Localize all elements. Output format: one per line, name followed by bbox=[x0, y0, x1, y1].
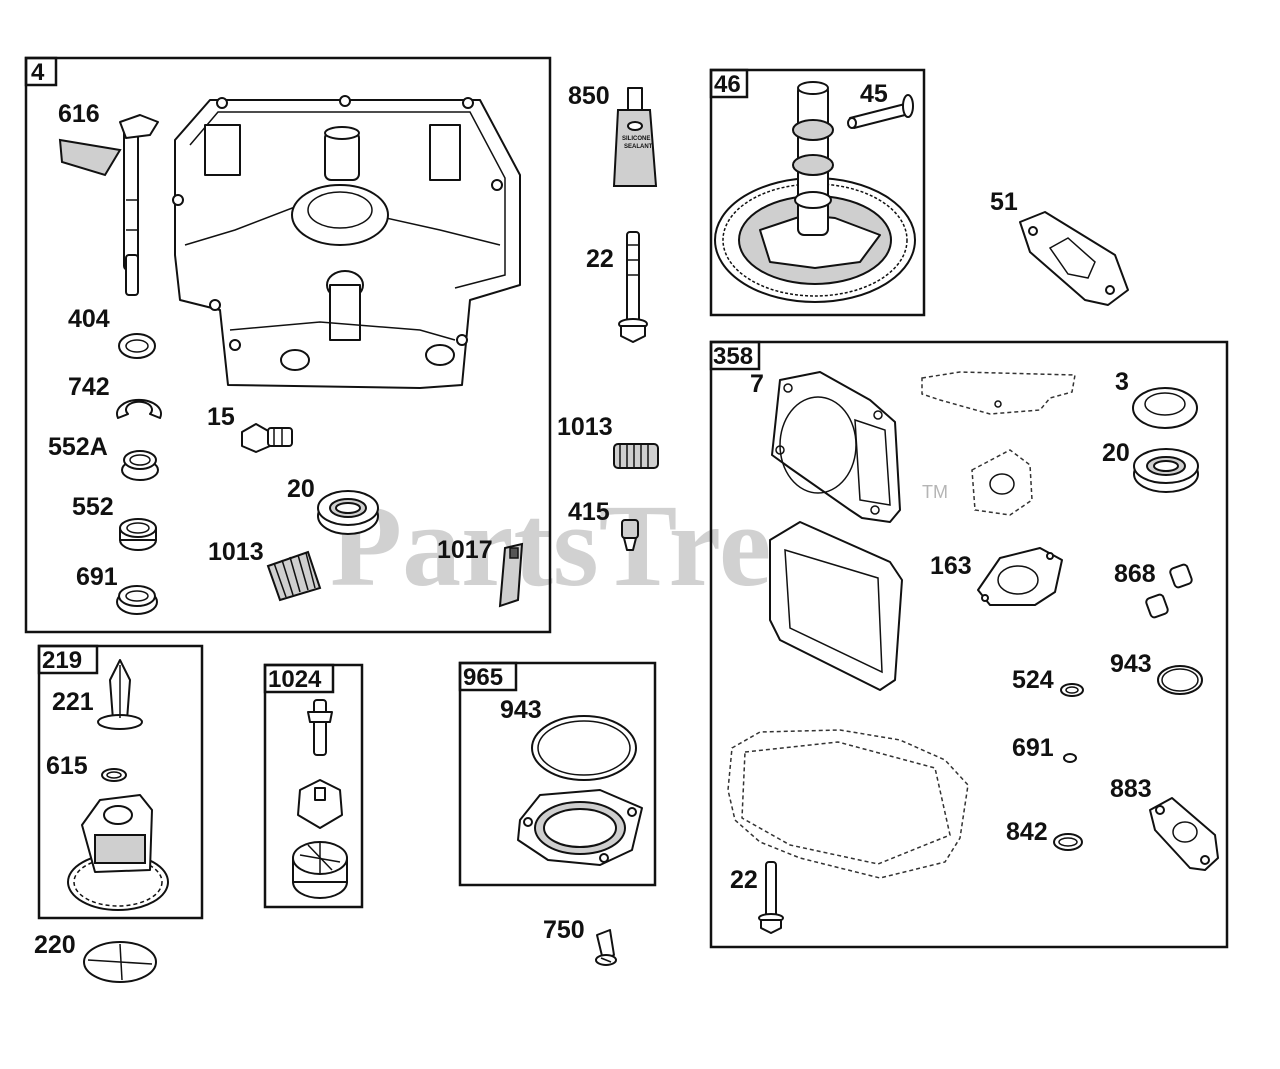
bolt-22-mid-part[interactable] bbox=[618, 231, 648, 343]
valve-cover-gasket-part[interactable] bbox=[921, 371, 1076, 415]
bushing-552a-part[interactable] bbox=[121, 450, 159, 481]
plug-15-part[interactable] bbox=[241, 423, 293, 453]
box-4-tag: 4 bbox=[31, 59, 45, 86]
cylinder-gasket-part[interactable] bbox=[769, 521, 903, 691]
bearing-20-box4-part[interactable] bbox=[317, 490, 379, 535]
pin-45-part[interactable] bbox=[847, 94, 914, 129]
ring-615-part[interactable] bbox=[101, 768, 127, 782]
bolt-22-box358-part[interactable] bbox=[758, 861, 784, 934]
o-ring-524-part[interactable] bbox=[1060, 683, 1084, 697]
box-219-tag: 219 bbox=[42, 647, 82, 674]
label-404: 404 bbox=[68, 305, 110, 333]
label-943-box358: 943 bbox=[1110, 650, 1152, 678]
box-965-tag: 965 bbox=[463, 664, 503, 691]
oil-pump-housing-part[interactable] bbox=[292, 841, 348, 899]
label-742: 742 bbox=[68, 373, 110, 401]
watermark-tm: TM bbox=[922, 482, 948, 502]
oil-pump-shaft-part[interactable] bbox=[307, 699, 333, 756]
e-ring-742-part[interactable] bbox=[116, 398, 162, 419]
seal-691-box358-part[interactable] bbox=[1063, 753, 1077, 763]
spring-1013-mid-part[interactable] bbox=[613, 443, 659, 469]
label-22-mid: 22 bbox=[586, 245, 614, 273]
label-20-box358: 20 bbox=[1102, 439, 1130, 467]
label-163: 163 bbox=[930, 552, 972, 580]
box-965: 965 bbox=[458, 661, 657, 887]
label-750: 750 bbox=[543, 916, 585, 944]
bushing-552-part[interactable] bbox=[119, 518, 157, 551]
part-883[interactable] bbox=[1149, 797, 1219, 871]
head-gasket-7-part[interactable] bbox=[771, 371, 901, 523]
label-45: 45 bbox=[860, 80, 888, 108]
box-219: 219 bbox=[37, 644, 204, 920]
box-46-tag: 46 bbox=[714, 71, 741, 98]
label-15: 15 bbox=[207, 403, 235, 431]
label-20-box4: 20 bbox=[287, 475, 315, 503]
label-524: 524 bbox=[1012, 666, 1054, 694]
label-691-box4: 691 bbox=[76, 563, 118, 591]
sealant-tube-text-2: SEALANT bbox=[624, 144, 653, 150]
label-552: 552 bbox=[72, 493, 114, 521]
seal-3-part[interactable] bbox=[1132, 387, 1198, 429]
label-415: 415 bbox=[568, 498, 610, 526]
oil-filter-adapter-part[interactable] bbox=[517, 789, 643, 866]
pin-221-part[interactable] bbox=[97, 659, 143, 730]
part-1017[interactable] bbox=[498, 542, 524, 608]
label-552a: 552A bbox=[48, 433, 108, 461]
crankcase-gasket-part[interactable] bbox=[727, 729, 969, 879]
camshaft-gear-part[interactable] bbox=[714, 81, 916, 303]
label-221: 221 bbox=[52, 688, 94, 716]
sealant-tube-850-part[interactable]: SILICONE SEALANT bbox=[612, 87, 658, 187]
box-46: 46 bbox=[709, 68, 926, 317]
label-1013-box4: 1013 bbox=[208, 538, 264, 566]
washer-404-part[interactable] bbox=[118, 333, 156, 359]
label-3: 3 bbox=[1115, 368, 1129, 396]
label-883: 883 bbox=[1110, 775, 1152, 803]
label-850: 850 bbox=[568, 82, 610, 110]
washer-220-part[interactable] bbox=[83, 941, 157, 983]
box-358-tag: 358 bbox=[713, 343, 753, 370]
part-415[interactable] bbox=[621, 519, 639, 551]
label-943-box965: 943 bbox=[500, 696, 542, 724]
box-1024: 1024 bbox=[263, 663, 364, 909]
governor-shaft-part[interactable] bbox=[58, 114, 159, 296]
seal-691-part[interactable] bbox=[116, 585, 158, 615]
label-842: 842 bbox=[1006, 818, 1048, 846]
gasket-51-part[interactable] bbox=[1019, 211, 1129, 306]
box-358: 358 bbox=[709, 340, 1229, 949]
part-868[interactable] bbox=[1145, 563, 1193, 619]
o-ring-842-part[interactable] bbox=[1053, 833, 1083, 851]
spring-1013-box4-part[interactable] bbox=[266, 550, 322, 602]
label-868: 868 bbox=[1114, 560, 1156, 588]
o-ring-943-box358-part[interactable] bbox=[1157, 665, 1203, 695]
box-1024-tag: 1024 bbox=[268, 666, 322, 693]
bearing-20-box358-part[interactable] bbox=[1133, 448, 1199, 493]
label-691-box358: 691 bbox=[1012, 734, 1054, 762]
label-22-box358: 22 bbox=[730, 866, 758, 894]
crankcase-part[interactable] bbox=[172, 95, 521, 389]
governor-gear-part[interactable] bbox=[67, 794, 169, 911]
label-7: 7 bbox=[750, 370, 764, 398]
oil-pump-rotor-part[interactable] bbox=[297, 779, 343, 829]
intake-gasket-part[interactable] bbox=[971, 449, 1033, 516]
sealant-tube-text-1: SILICONE bbox=[622, 136, 650, 142]
label-615: 615 bbox=[46, 752, 88, 780]
watermark-text: PartsTree bbox=[330, 480, 824, 611]
label-616: 616 bbox=[58, 100, 100, 128]
o-ring-943-box965-part[interactable] bbox=[531, 715, 637, 781]
label-1017: 1017 bbox=[437, 536, 493, 564]
label-220: 220 bbox=[34, 931, 76, 959]
label-1013-mid: 1013 bbox=[557, 413, 613, 441]
gasket-163-part[interactable] bbox=[977, 547, 1063, 606]
label-51: 51 bbox=[990, 188, 1018, 216]
screw-750-part[interactable] bbox=[595, 929, 617, 966]
box-4: 4 bbox=[24, 56, 552, 634]
